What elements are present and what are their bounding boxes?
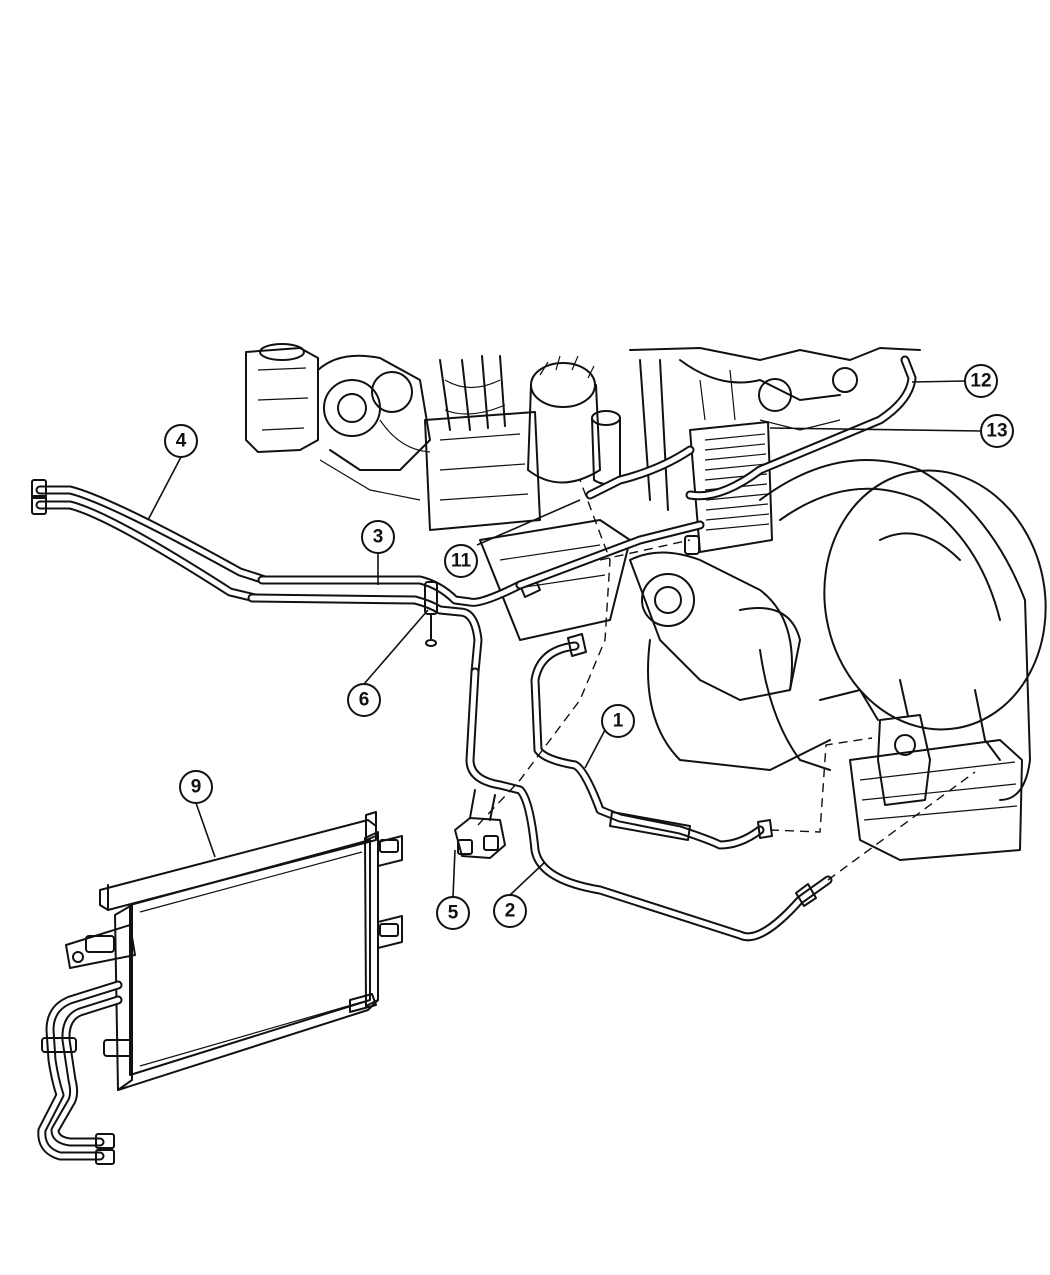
callout-12: 12: [964, 364, 998, 398]
callout-9-label: 9: [191, 777, 202, 798]
callout-5-label: 5: [448, 903, 459, 924]
tube-1: [530, 633, 773, 850]
engine-assembly: [245, 343, 921, 701]
phantom-lines: [477, 479, 976, 881]
callout-12-label: 12: [970, 371, 991, 392]
hose-assembly-4: [31, 479, 270, 603]
callout-6-label: 6: [359, 690, 370, 711]
tube-3: [247, 575, 541, 677]
callout-1: 1: [601, 704, 635, 738]
clamp-6: [424, 581, 438, 647]
callout-13-label: 13: [986, 421, 1007, 442]
callout-1-label: 1: [613, 711, 624, 732]
callout-6: 6: [347, 683, 381, 717]
callout-11-label: 11: [451, 551, 472, 572]
bracket-5: [454, 789, 506, 859]
callout-2: 2: [493, 894, 527, 928]
transmission-housing: [647, 459, 1047, 861]
callout-4: 4: [164, 424, 198, 458]
tube-2: [465, 667, 833, 942]
leader-lines: [147, 380, 981, 898]
callout-5: 5: [436, 896, 470, 930]
callout-3-label: 3: [373, 527, 384, 548]
callout-3: 3: [361, 520, 395, 554]
callout-11: 11: [444, 544, 478, 578]
upper-lines: [515, 355, 917, 590]
callout-2-label: 2: [505, 901, 516, 922]
callout-4-label: 4: [176, 431, 187, 452]
transmission-oil-cooler-9: [37, 811, 403, 1165]
callout-13: 13: [980, 414, 1014, 448]
callout-9: 9: [179, 770, 213, 804]
